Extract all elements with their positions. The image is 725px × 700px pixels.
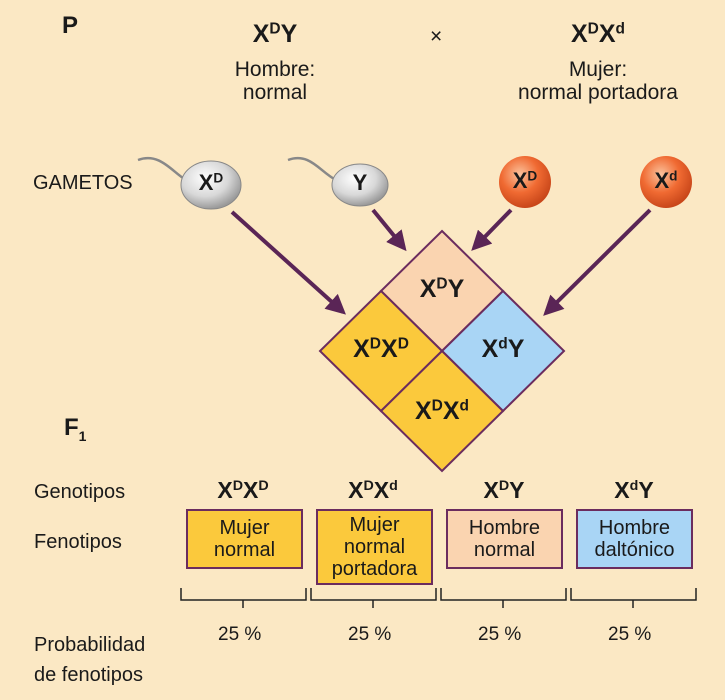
f1-probability-3: 25 % [478,624,522,645]
f1-phenotype-box-1: Mujer normal [186,509,303,569]
egg-1 [499,156,551,208]
probability-bracket-4 [570,588,697,608]
female-parent-description: Mujer: normal portadora [518,58,678,104]
probability-row-label: Probabilidad de fenotipos [34,634,146,686]
probability-bracket-3 [440,588,567,608]
punnett-left-genotype: XDXD [353,335,409,363]
sperm-2-label: Y [352,170,368,195]
f1-probability-1: 25 % [218,624,262,645]
male-parent-description: Hombre: normal [234,58,316,104]
egg-2 [640,156,692,208]
egg-2-label: Xd [654,168,678,193]
phenotypes-row-label: Fenotipos [34,531,122,553]
f1-phenotype-box-4: Hombre daltónico [576,509,693,569]
egg-1-label: XD [512,168,538,193]
f1-genotype-1: XDXD [217,477,269,503]
female-parent-genotype: XDXd [570,20,626,48]
f1-probability-4: 25 % [608,624,652,645]
genotypes-row-label: Genotipos [34,481,126,503]
sperm-1-label: XD [198,170,224,195]
cross-symbol: × [430,25,443,48]
sperm-tail-1 [137,156,187,182]
sperm-tail-2 [287,156,337,182]
f1-phenotype-box-3: Hombre normal [446,509,563,569]
sperm-head-1 [180,160,242,210]
punnett-right-genotype: XdY [481,335,525,363]
probability-bracket-1 [180,588,307,608]
gametes-label: GAMETOS [33,172,133,194]
probability-bracket-2 [310,588,437,608]
generation-p-label: P [62,12,79,39]
f1-phenotype-box-2: Mujer normal portadora [316,509,433,585]
f1-genotype-3: XDY [483,477,525,503]
f1-probability-2: 25 % [348,624,392,645]
male-parent-genotype: XDY [252,20,298,48]
punnett-cell-bottom [379,349,505,473]
arrow-egg2 [543,208,652,316]
arrow-sperm2 [371,208,407,252]
arrow-sperm1 [230,210,346,315]
f1-genotype-2: XDXd [348,477,398,503]
f1-genotype-4: XdY [614,477,654,503]
punnett-top-genotype: XDY [419,275,465,303]
arrow-egg1 [471,208,513,251]
sperm-head-2 [331,163,389,207]
punnett-bottom-genotype: XDXd [414,397,470,425]
generation-f1-label: F1 [64,414,87,444]
